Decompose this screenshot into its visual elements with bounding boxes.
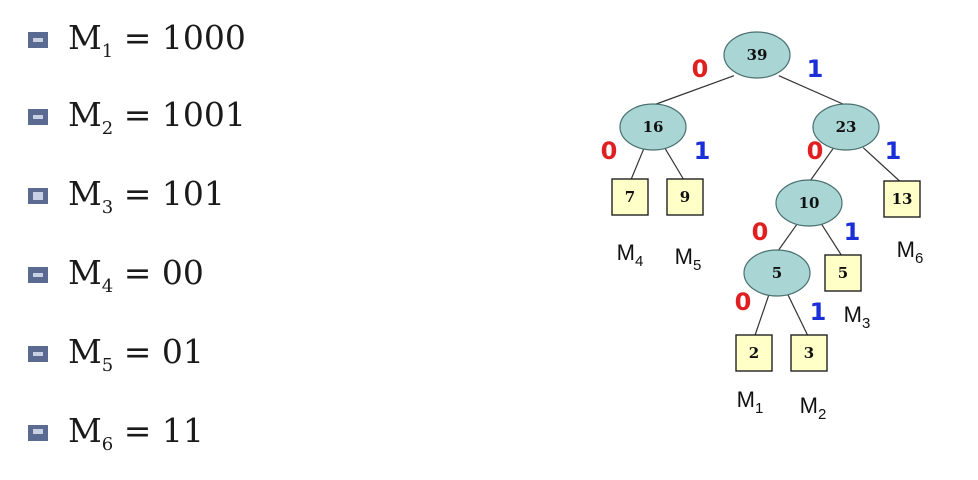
bit-one-label: 1 [810,298,827,326]
leaf-node: 3 [790,334,828,372]
code-line: M5 = 01 [68,332,204,376]
leaf-message-label: M6 [897,237,924,267]
code-item-m4: M4 = 00 [28,253,204,297]
leaf-node: 9 [666,178,704,216]
bullet-icon [28,346,48,362]
bit-zero-label: 0 [692,55,709,83]
tree-edge [778,223,798,251]
node-weight: 5 [838,264,848,282]
leaf-node: 7 [611,178,649,216]
tree-edge [810,147,835,181]
tree-edge [754,293,770,336]
code-line: M3 = 101 [68,174,225,218]
node-weight: 23 [836,118,857,136]
tree-edge [630,147,645,180]
bit-zero-label: 0 [752,218,769,246]
code-line: M1 = 1000 [68,18,246,62]
code-line: M2 = 1001 [68,95,246,139]
code-list: M1 = 1000 M2 = 1001 M3 = 101 M4 = 00 M5 … [0,0,480,480]
leaf-message-label: M3 [844,302,871,332]
leaf-node: 13 [883,180,921,218]
node-weight: 13 [892,190,913,208]
code-line: M4 = 00 [68,253,204,297]
node-weight: 3 [804,344,814,362]
bit-zero-label: 0 [601,137,618,165]
node-weight: 7 [625,188,635,206]
bit-one-label: 1 [807,55,824,83]
bit-zero-label: 0 [735,288,752,316]
code-item-m1: M1 = 1000 [28,18,246,62]
internal-node: 23 [812,103,880,151]
bit-one-label: 1 [844,218,861,246]
node-weight: 10 [799,194,820,212]
leaf-message-label: M4 [617,240,644,270]
leaf-message-label: M5 [675,244,702,274]
node-weight: 5 [772,264,782,282]
bit-one-label: 1 [885,137,902,165]
internal-node: 10 [775,179,843,227]
bullet-icon [28,425,48,441]
tree-edge [862,147,900,182]
code-item-m5: M5 = 01 [28,332,204,376]
bullet-icon [28,109,48,125]
leaf-message-label: M2 [800,393,827,423]
code-item-m3: M3 = 101 [28,174,225,218]
leaf-node: 2 [735,334,773,372]
node-weight: 2 [749,344,759,362]
bullet-icon [28,188,48,204]
tree-edge [786,293,809,336]
internal-node: 39 [723,31,791,79]
internal-node: 16 [619,103,687,151]
node-weight: 9 [680,188,690,206]
internal-node: 5 [743,249,811,297]
code-item-m2: M2 = 1001 [28,95,246,139]
bit-one-label: 1 [694,137,711,165]
tree-edge [664,147,684,180]
leaf-message-label: M1 [737,387,764,417]
tree-edge [820,223,842,256]
code-line: M6 = 11 [68,411,204,455]
bit-zero-label: 0 [807,137,824,165]
tree-edge [656,75,735,105]
node-weight: 16 [643,118,664,136]
code-item-m6: M6 = 11 [28,411,204,455]
bullet-icon [28,267,48,283]
node-weight: 39 [747,46,768,64]
bullet-icon [28,32,48,48]
tree-edges [630,75,900,336]
tree-edge [778,75,844,105]
leaf-node: 5 [824,254,862,292]
